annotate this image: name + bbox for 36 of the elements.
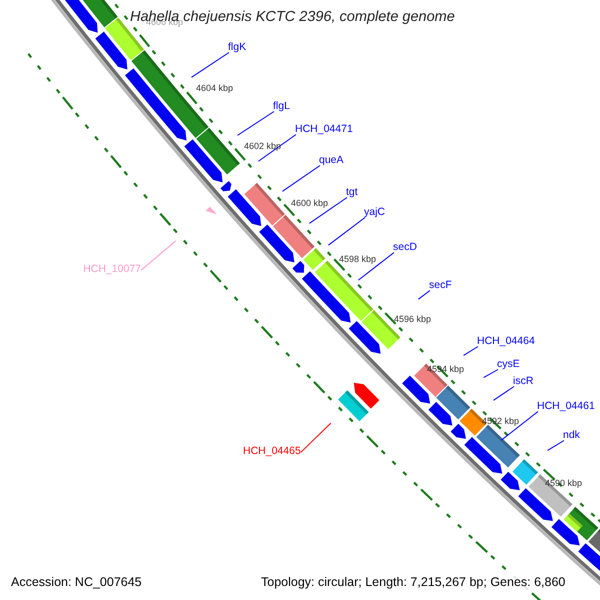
leader-line xyxy=(500,411,538,441)
leader-line xyxy=(463,346,478,356)
leader-line xyxy=(308,197,348,224)
scale-label: 4590 kbp xyxy=(545,479,582,488)
leader-line xyxy=(282,165,320,192)
gene-label: cysE xyxy=(497,359,520,370)
leader-line xyxy=(418,290,430,300)
gene-label: HCH_04461 xyxy=(537,401,595,412)
scale-label: 4596 kbp xyxy=(394,315,432,324)
gene-label: HCH_10077 xyxy=(83,264,141,274)
scale-label: 4598 kbp xyxy=(339,255,376,264)
scale-label: 4602 kbp xyxy=(244,142,282,151)
gene-label: secF xyxy=(429,280,452,290)
scale-label: 4604 kbp xyxy=(196,84,234,93)
gene-label: flgL xyxy=(273,101,290,112)
gene-label: HCH_04465 xyxy=(243,446,301,456)
leader-line xyxy=(483,369,498,378)
leader-line xyxy=(191,52,230,78)
leader-line xyxy=(358,252,394,281)
gene-label: yajC xyxy=(364,207,386,218)
gene-label: flgK xyxy=(228,42,246,52)
leader-line xyxy=(328,217,366,246)
gene-label: iscR xyxy=(513,376,534,386)
gene-label: HCH_04464 xyxy=(477,336,535,346)
leader-line xyxy=(140,240,176,271)
gene-label: tgt xyxy=(346,187,358,198)
gene-label: ndk xyxy=(563,430,580,440)
leader-line xyxy=(258,134,296,162)
gene-label: queA xyxy=(319,155,344,166)
leader-line xyxy=(493,386,514,401)
scale-label: 4600 kbp xyxy=(291,199,328,208)
gene-label: secD xyxy=(393,242,417,252)
gene-label: HCH_04471 xyxy=(295,124,353,134)
leader-line xyxy=(300,422,332,453)
leader-line xyxy=(237,111,274,136)
leader-line xyxy=(547,440,564,451)
